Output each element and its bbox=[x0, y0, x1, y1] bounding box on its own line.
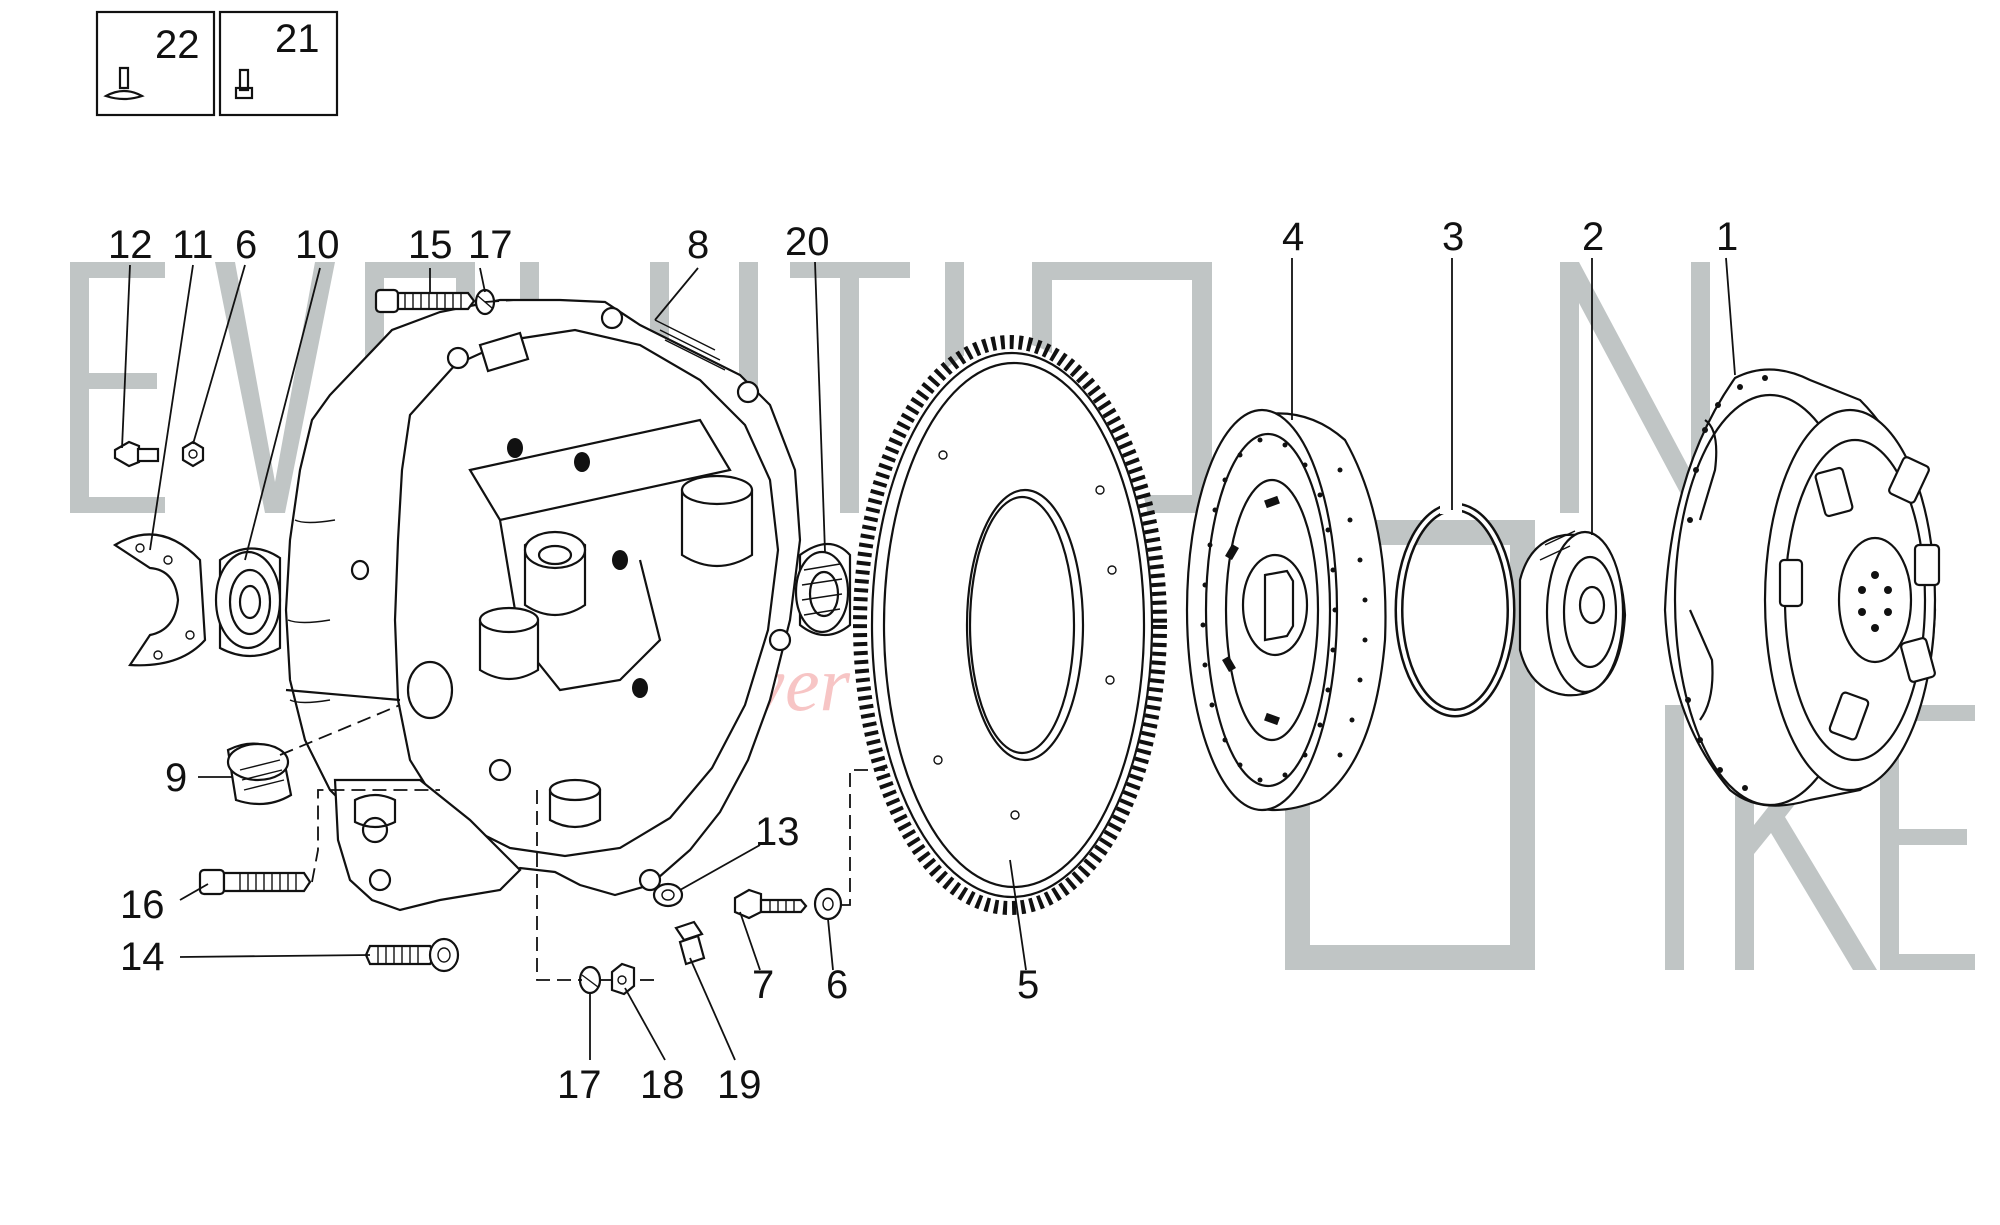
part-13-washer[interactable] bbox=[652, 882, 684, 908]
leader-lines bbox=[121, 257, 1736, 1061]
part-8-clutch-housing[interactable] bbox=[284, 298, 802, 912]
callout-5: 5 bbox=[1017, 963, 1039, 1007]
callout-8: 8 bbox=[687, 223, 709, 267]
callout-2: 2 bbox=[1582, 215, 1604, 259]
part-3-snap-ring[interactable] bbox=[1394, 502, 1516, 718]
part-2-thrust-cup[interactable] bbox=[1518, 530, 1627, 697]
part-19-bleed-fitting[interactable] bbox=[674, 920, 706, 966]
callout-13: 13 bbox=[755, 810, 800, 854]
part-16-screw[interactable] bbox=[198, 868, 312, 896]
part-7-screw[interactable] bbox=[733, 888, 808, 920]
callout-1: 1 bbox=[1716, 215, 1738, 259]
callout-10: 10 bbox=[295, 223, 340, 267]
callout-14: 14 bbox=[120, 935, 165, 979]
callout-18: 18 bbox=[640, 1063, 685, 1107]
callout-7: 7 bbox=[752, 963, 774, 1007]
part-18-nut[interactable] bbox=[610, 962, 636, 996]
legend-number-22: 22 bbox=[155, 23, 200, 67]
callout-17-bottom: 17 bbox=[557, 1063, 602, 1107]
part-9-drain-plug[interactable] bbox=[226, 742, 293, 806]
callout-16: 16 bbox=[120, 883, 165, 927]
part-11-retaining-plate[interactable] bbox=[112, 533, 207, 667]
flange-screw-icon bbox=[103, 66, 145, 101]
part-17-washer-bottom[interactable] bbox=[578, 965, 602, 995]
callouts: 12 11 6 10 15 17 8 20 4 3 2 1 9 16 14 13… bbox=[108, 215, 1738, 1107]
legend-number-21: 21 bbox=[275, 17, 320, 61]
part-4-clutch-disc[interactable] bbox=[1185, 408, 1387, 812]
callout-12: 12 bbox=[108, 223, 153, 267]
legend-item-22[interactable]: 22 bbox=[95, 10, 216, 117]
part-15-screw[interactable] bbox=[374, 288, 476, 314]
callout-15: 15 bbox=[408, 223, 453, 267]
callout-9: 9 bbox=[165, 756, 187, 800]
part-1-pressure-plate[interactable] bbox=[1663, 368, 1941, 807]
callout-17-top: 17 bbox=[468, 223, 513, 267]
part-6-nut-top[interactable] bbox=[181, 440, 205, 468]
part-6-washer-bottom[interactable] bbox=[813, 887, 843, 921]
part-14-screw[interactable] bbox=[364, 937, 460, 973]
part-5-flywheel-ring-gear[interactable] bbox=[853, 335, 1167, 915]
part-10-bearing[interactable] bbox=[214, 547, 282, 658]
screw-icon bbox=[234, 68, 254, 100]
callout-19: 19 bbox=[717, 1063, 762, 1107]
callout-6-top: 6 bbox=[235, 223, 257, 267]
part-20-oil-seal[interactable] bbox=[794, 542, 852, 637]
legend: 22 21 bbox=[95, 10, 339, 117]
legend-item-21[interactable]: 21 bbox=[218, 10, 339, 117]
callout-4: 4 bbox=[1282, 215, 1304, 259]
callout-11: 11 bbox=[172, 223, 214, 267]
assembly-lines bbox=[279, 299, 885, 981]
callout-6-bottom: 6 bbox=[826, 963, 848, 1007]
callout-3: 3 bbox=[1442, 215, 1464, 259]
callout-20: 20 bbox=[785, 220, 830, 264]
part-12-bolt[interactable] bbox=[113, 440, 160, 468]
